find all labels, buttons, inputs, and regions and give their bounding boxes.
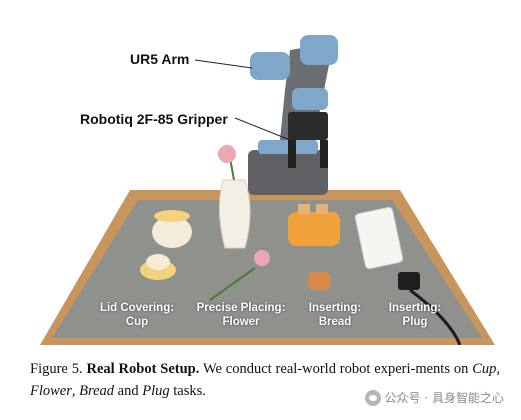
bread xyxy=(308,272,330,290)
wechat-icon xyxy=(364,389,381,406)
watermark: 公众号 · 具身智能之心 xyxy=(361,388,507,407)
robot-base xyxy=(248,150,328,195)
task-label-cup: Lid Covering: Cup xyxy=(92,301,182,329)
cup xyxy=(152,216,192,248)
task-label-line: Inserting: xyxy=(308,302,362,314)
gripper-callout-line xyxy=(234,117,291,141)
robot-setup-photo xyxy=(40,35,495,345)
caption-task-cup: Cup xyxy=(472,361,497,377)
gripper-label: Robotiq 2F-85 Gripper xyxy=(80,111,228,127)
task-label-line: Lid Covering: xyxy=(99,302,175,314)
task-label-plug: Inserting: Plug xyxy=(380,301,450,329)
caption-text: tasks. xyxy=(169,383,206,399)
task-label-line: Plug xyxy=(402,316,428,328)
caption-text: and xyxy=(114,383,143,399)
caption-task-plug: Plug xyxy=(142,383,170,399)
task-label-line: Flower xyxy=(222,316,260,328)
task-label-line: Bread xyxy=(318,316,352,328)
task-label-flower: Precise Placing: Flower xyxy=(186,301,296,329)
vase xyxy=(218,179,251,249)
task-label-bread: Inserting: Bread xyxy=(300,301,370,329)
figure-caption: Figure 5. Real Robot Setup. We conduct r… xyxy=(30,358,500,402)
caption-label: Figure 5. xyxy=(30,361,83,377)
caption-title: Real Robot Setup. xyxy=(86,361,200,377)
task-label-line: Precise Placing: xyxy=(196,302,286,314)
caption-separator: , xyxy=(496,361,501,377)
task-label-line: Inserting: xyxy=(388,302,442,314)
toaster xyxy=(288,212,340,246)
caption-text: We conduct real-world robot experi-ments… xyxy=(199,361,473,377)
plug xyxy=(398,272,420,290)
caption-task-bread: Bread xyxy=(79,383,115,399)
arm-callout-line xyxy=(194,59,253,69)
caption-separator: , xyxy=(71,383,80,399)
caption-task-flower: Flower xyxy=(30,383,72,399)
task-label-line: Cup xyxy=(125,316,149,328)
ur5-arm-label: UR5 Arm xyxy=(130,51,190,67)
power-strip xyxy=(354,206,404,270)
gripper xyxy=(288,112,328,140)
watermark-text: 公众号 · 具身智能之心 xyxy=(384,391,504,405)
